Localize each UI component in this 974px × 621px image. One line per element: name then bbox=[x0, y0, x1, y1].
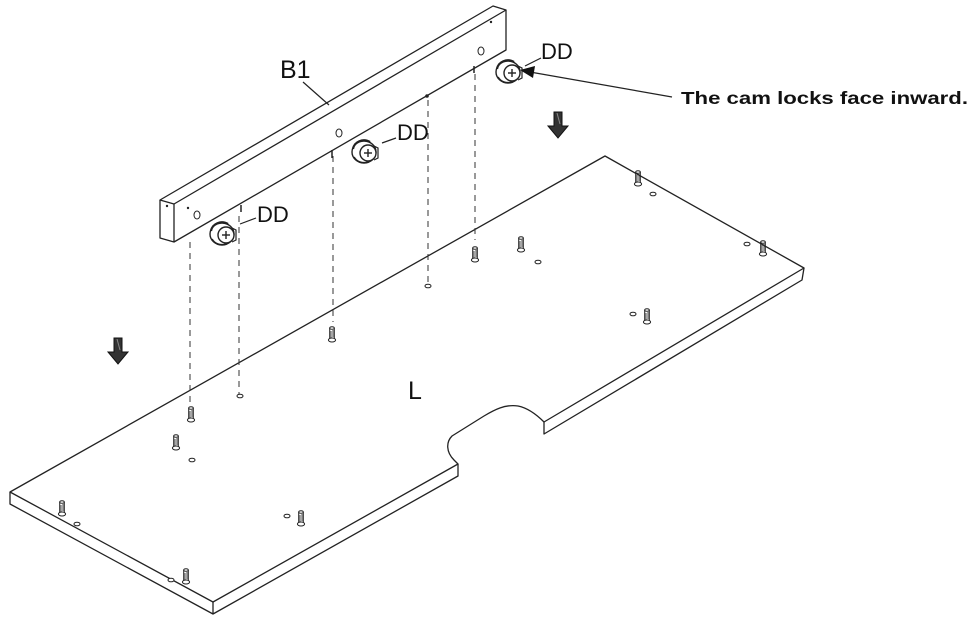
rail-board-front bbox=[173, 10, 507, 243]
alignment-guides bbox=[189, 74, 476, 404]
rail-hole bbox=[193, 210, 201, 220]
cam-lock-icon bbox=[494, 59, 524, 85]
down-arrow-icon bbox=[107, 337, 129, 365]
wooden-dowel-icon bbox=[758, 240, 768, 257]
pointer-arrowhead bbox=[520, 66, 535, 78]
label-cam-lock-dd: DD bbox=[397, 120, 429, 145]
wooden-dowel-icon bbox=[171, 434, 181, 451]
wooden-dowel-icon bbox=[327, 326, 337, 343]
rail-board-top bbox=[159, 5, 507, 205]
base-holes bbox=[73, 191, 751, 583]
base-board-l bbox=[9, 155, 805, 615]
wooden-dowel-icon bbox=[642, 308, 652, 325]
wooden-dowel-icon bbox=[186, 406, 196, 423]
rail-hole bbox=[477, 46, 485, 56]
down-arrow-icon bbox=[547, 111, 569, 139]
wooden-dowel-icon bbox=[296, 510, 306, 527]
wooden-dowel-icon bbox=[181, 568, 191, 585]
rail-hole bbox=[335, 128, 343, 138]
rail-board-face bbox=[159, 200, 175, 243]
base-board-top-face bbox=[9, 155, 805, 603]
label-l: L bbox=[408, 377, 422, 405]
wooden-dowel-icon bbox=[57, 500, 67, 517]
wooden-dowel-icon bbox=[633, 170, 643, 187]
wooden-dowel-icon bbox=[516, 236, 526, 253]
label-cam-lock-dd: DD bbox=[257, 202, 289, 227]
cam-lock-icon bbox=[208, 221, 238, 247]
label-cam-lock-dd: DD bbox=[541, 39, 573, 64]
base-board-thickness bbox=[9, 267, 805, 615]
leader-lines bbox=[239, 57, 673, 225]
note-cam-locks: The cam locks face inward. bbox=[681, 88, 968, 108]
label-b1: B1 bbox=[280, 56, 311, 84]
wooden-dowel-icon bbox=[470, 246, 480, 263]
rail-board-b1 bbox=[159, 5, 507, 243]
cam-lock-icon bbox=[350, 139, 380, 165]
